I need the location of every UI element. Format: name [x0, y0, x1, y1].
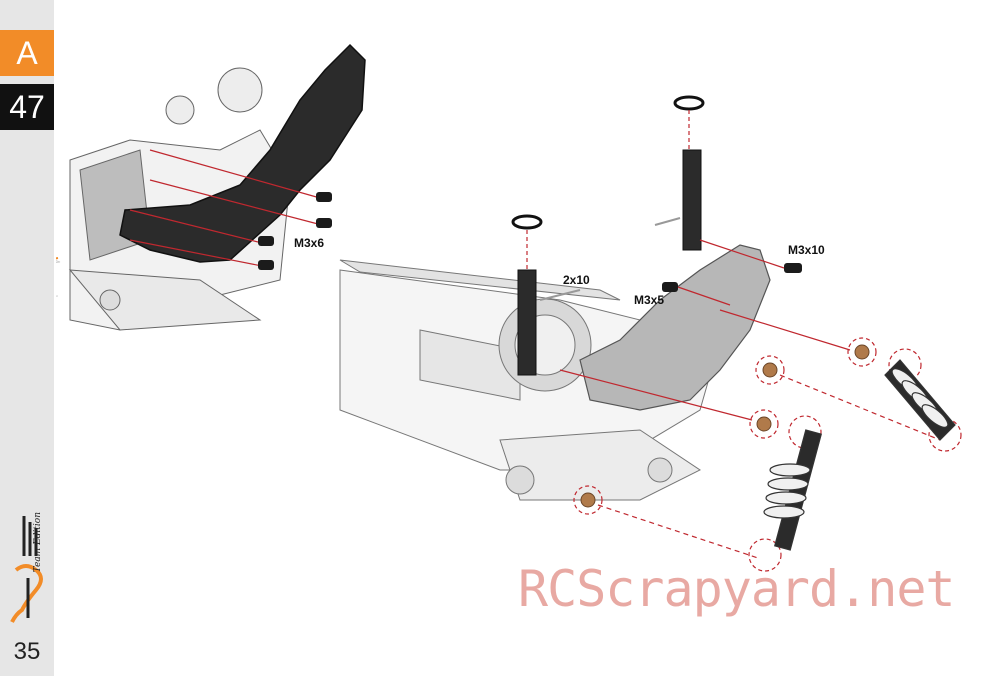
rear-shock-tower: [579, 244, 771, 411]
section-tab: A: [0, 30, 54, 76]
label-m3x5: M3x5: [634, 293, 665, 307]
label-m3x6: M3x6: [294, 236, 325, 250]
post-right: [682, 149, 702, 251]
sidebar-separator: [54, 0, 56, 676]
ball-studs: [580, 344, 870, 508]
brand-tagline: Team Edition: [33, 512, 43, 573]
ball-washer-left: [511, 214, 543, 230]
front-shock-tower: [119, 43, 366, 263]
step-number: 47: [0, 84, 54, 130]
pin: [539, 289, 581, 301]
watermark: RCScrapyard.net: [518, 560, 956, 618]
post-left: [517, 269, 537, 376]
label-2x10: 2x10: [563, 273, 590, 287]
page-number: 35: [13, 638, 41, 665]
guide-lines-left: [129, 149, 321, 267]
team-edition-logo: [10, 516, 43, 623]
shock-right: [884, 359, 956, 441]
assembly-diagram: [56, 43, 962, 572]
shock-left: [763, 429, 822, 551]
label-m3x10: M3x10: [788, 243, 825, 257]
ball-washer-right: [673, 95, 705, 111]
screws-left: [258, 192, 332, 270]
